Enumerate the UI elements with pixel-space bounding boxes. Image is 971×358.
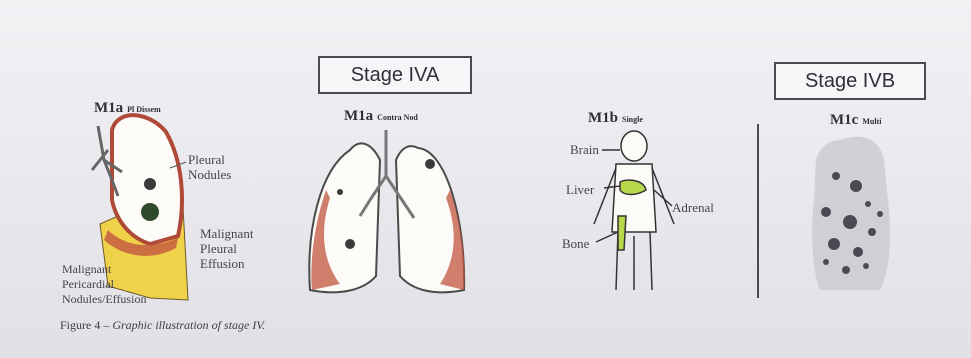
- pleural-nodule: [144, 178, 156, 190]
- label-malignant-pericardial: Malignant Pericardial Nodules/Effusion: [62, 262, 146, 307]
- caption-prefix: Figure 4 –: [60, 318, 112, 332]
- stage-ivb-box: Stage IVB: [774, 62, 926, 100]
- label-pleural-nodules: Pleural Nodules: [188, 152, 231, 182]
- label-bone: Bone: [562, 236, 589, 251]
- head: [621, 131, 647, 161]
- bone-lesion: [618, 216, 626, 250]
- label-brain: Brain: [570, 142, 599, 157]
- label-liver: Liver: [566, 182, 594, 197]
- pleural-nodule: [141, 203, 159, 221]
- panel-1-sub: Pl Dissem: [127, 105, 161, 114]
- lung-nodule: [337, 189, 343, 195]
- stage-iva-box: Stage IVA: [318, 56, 472, 94]
- figure-caption: Figure 4 – Graphic illustration of stage…: [60, 318, 265, 333]
- panel-1-title: M1a Pl Dissem: [94, 100, 161, 117]
- panel-3-sub: Single: [622, 115, 643, 124]
- panel-4-title: M1c Multi: [830, 112, 881, 129]
- panel-3-body-illustration: [594, 131, 674, 290]
- panel-1-main: M1a: [94, 100, 123, 116]
- panel-4-pet-scan: [812, 137, 890, 290]
- panel-2-lungs-illustration: [309, 130, 464, 292]
- panel-4-main: M1c: [830, 112, 858, 128]
- panel-4-sub: Multi: [862, 117, 881, 126]
- label-malignant-pleural-effusion: Malignant Pleural Effusion: [200, 226, 253, 271]
- label-adrenal: Adrenal: [672, 200, 714, 215]
- panel-3-main: M1b: [588, 110, 618, 126]
- panel-2-sub: Contra Nod: [377, 113, 418, 122]
- panel-2-main: M1a: [344, 108, 373, 124]
- caption-text: Graphic illustration of stage IV.: [112, 318, 265, 332]
- lung-nodule: [345, 239, 355, 249]
- panel-3-title: M1b Single: [588, 110, 643, 127]
- lung-nodule: [425, 159, 435, 169]
- panel-2-title: M1a Contra Nod: [344, 108, 418, 125]
